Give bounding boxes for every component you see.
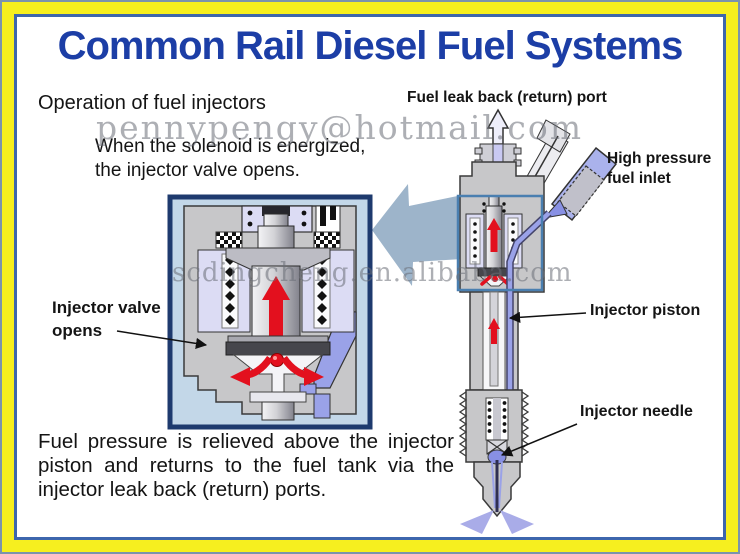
label-high-pressure-inlet: High pressure fuel inlet (607, 149, 711, 189)
inset-armature-cap (262, 206, 290, 216)
label-injector-needle: Injector needle (580, 403, 693, 420)
slide-title: Common Rail Diesel Fuel Systems (57, 24, 684, 68)
label-injector-valve-line1: Injector valve (52, 298, 161, 317)
callout-pointer-lines (116, 311, 587, 457)
fuel-spray-right-icon (500, 510, 534, 534)
pointer-injector-piston (508, 311, 587, 323)
return-pipe-endcap (536, 119, 571, 153)
slide-content-area (14, 14, 726, 540)
inset-valve-disc (225, 341, 331, 356)
label-high-pressure-line1: High pressure (607, 150, 712, 167)
fuel-spray-left-icon (460, 510, 494, 534)
inset-fuel-passage-down (313, 393, 331, 419)
leak-back-arrow-icon (486, 108, 510, 145)
fuel-relief-arrow-right-icon (304, 367, 324, 386)
thread-left (458, 391, 468, 457)
intro-body-line1: When the solenoid is energized, (95, 136, 366, 157)
mini-valve-ball (492, 276, 498, 282)
inset-side-slot (315, 205, 341, 235)
piston-up-arrow-icon (488, 318, 500, 344)
label-injector-piston: Injector piston (590, 302, 701, 319)
high-pressure-passage (507, 211, 551, 450)
zoom-callout-arrow-icon (372, 184, 479, 286)
inset-valve-flange (225, 247, 331, 271)
inset-checker-block-right (313, 231, 341, 249)
intro-body-line2: the injector valve opens. (95, 160, 300, 181)
mini-fuel-up-arrow-icon (487, 218, 501, 252)
fuel-relief-arrow-left-icon (230, 367, 250, 386)
inset-checker-block-left (215, 231, 243, 249)
pointer-valve-opens (116, 330, 208, 349)
footer-paragraph: Fuel pressure is relieved above the inje… (38, 430, 454, 501)
label-fuel-leak-back: Fuel leak back (return) port (407, 89, 607, 106)
label-injector-valve-opens: Injector valve opens (52, 296, 161, 342)
fuel-up-arrow-icon (262, 276, 290, 338)
label-high-pressure-line2: fuel inlet (607, 170, 671, 187)
pointer-injector-needle (500, 423, 578, 457)
zoom-highlight-box (456, 194, 544, 292)
inset-piston (261, 401, 295, 421)
valve-detail-inset (167, 194, 373, 430)
label-injector-valve-line2: opens (52, 321, 103, 340)
inset-valve-cap (257, 225, 295, 249)
inlet-flow-arrow-icon (542, 199, 568, 219)
intro-heading: Operation of fuel injectors (38, 92, 266, 114)
main-injector (456, 108, 618, 534)
inlet-threaded-collar (557, 165, 605, 217)
